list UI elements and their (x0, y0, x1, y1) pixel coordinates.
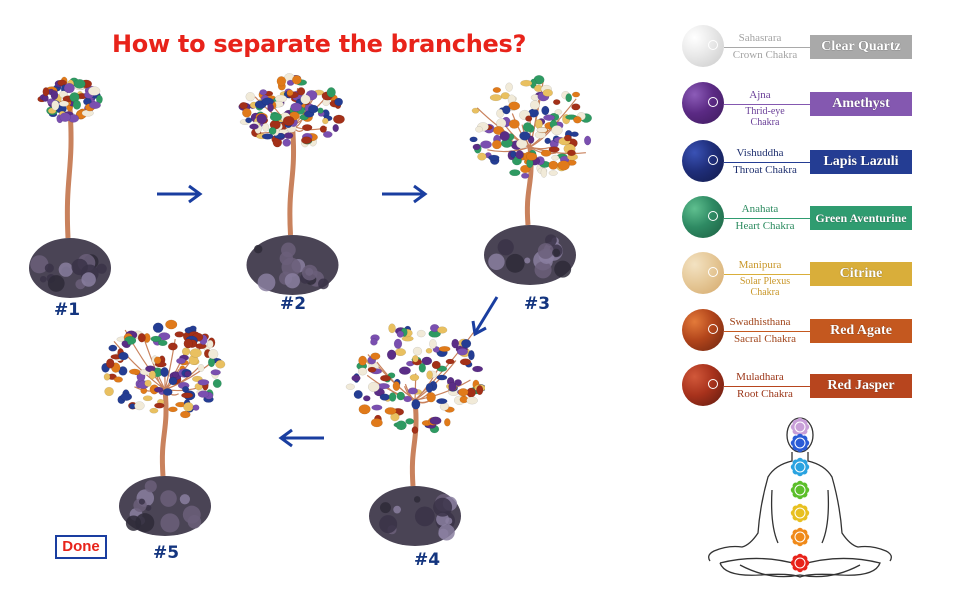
chakra-symbol-icon (790, 457, 810, 477)
stone-image (682, 140, 724, 182)
ring-icon (708, 155, 718, 165)
ring-icon (708, 267, 718, 277)
arrow-left-icon (278, 428, 324, 448)
ring-icon (708, 211, 718, 221)
stone-badge: Amethyst (810, 92, 912, 116)
tree-step-2 (238, 73, 345, 295)
tree-step-5 (101, 319, 226, 536)
chakra-subtitle: Thrid-eye Chakra (745, 106, 785, 128)
leader-line (724, 218, 810, 219)
chakra-name: Muladhara (736, 371, 784, 383)
arrow-right-icon (157, 184, 203, 204)
step-label-5: #5 (153, 543, 180, 563)
page-title: How to separate the branches? (112, 30, 527, 58)
chakra-name: Manipura (738, 259, 782, 271)
step-label-1: #1 (54, 300, 81, 320)
tree-step-4 (345, 323, 485, 546)
chakra-symbol-icon (790, 480, 810, 500)
chakra-name: Swadhisthana (729, 316, 791, 328)
chakra-name: Sahasrara (738, 32, 782, 44)
stone-badge: Citrine (810, 262, 912, 286)
stone-image (682, 25, 724, 67)
done-badge: Done (55, 535, 107, 559)
chakra-name: Anahata (741, 203, 779, 215)
chakra-subtitle: Sacral Chakra (734, 333, 796, 345)
ring-icon (708, 97, 718, 107)
chakra-name: Ajna (749, 89, 771, 101)
tree-step-1 (29, 76, 111, 298)
chakra-symbol-icon (790, 433, 810, 453)
chakra-symbol-icon (790, 553, 810, 573)
stone-image (682, 82, 724, 124)
stone-badge: Lapis Lazuli (810, 150, 912, 174)
tree-step-3 (469, 75, 592, 285)
stone-badge: Red Agate (810, 319, 912, 343)
stone-badge: Red Jasper (810, 374, 912, 398)
leader-line (724, 104, 810, 105)
chakra-subtitle: Heart Chakra (735, 220, 795, 232)
step-label-4: #4 (414, 550, 441, 570)
arrow-down-left-icon (471, 296, 499, 337)
ring-icon (708, 379, 718, 389)
leader-line (724, 162, 810, 163)
stone-image (682, 309, 724, 351)
leader-line (724, 386, 810, 387)
chakra-symbol-icon (790, 527, 810, 547)
step-label-3: #3 (524, 294, 551, 314)
stone-image (682, 196, 724, 238)
leader-line (724, 331, 810, 332)
ring-icon (708, 324, 718, 334)
stone-badge: Green Aventurine (810, 206, 912, 230)
meditation-figure-illustration (708, 417, 892, 578)
chakra-subtitle: Throat Chakra (733, 164, 797, 176)
stone-badge: Clear Quartz (810, 35, 912, 59)
chakra-subtitle: Solar Plexus Chakra (739, 276, 791, 298)
stone-image (682, 252, 724, 294)
leader-line (724, 47, 810, 48)
ring-icon (708, 40, 718, 50)
arrow-right-icon (382, 184, 428, 204)
chakra-subtitle: Root Chakra (737, 388, 793, 400)
step-label-2: #2 (280, 294, 307, 314)
chakra-symbol-icon (790, 417, 810, 437)
leader-line (724, 274, 810, 275)
chakra-subtitle: Crown Chakra (732, 49, 798, 61)
chakra-symbol-icon (790, 503, 810, 523)
chakra-name: Vishuddha (736, 147, 784, 159)
stone-image (682, 364, 724, 406)
